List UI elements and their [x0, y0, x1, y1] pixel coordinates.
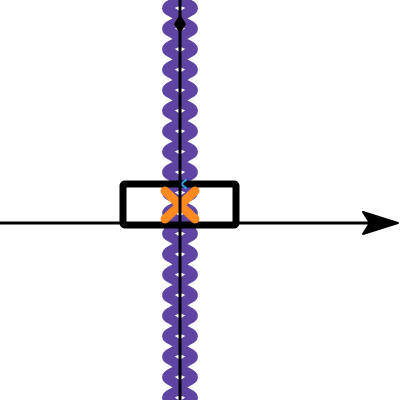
chain-link — [162, 385, 198, 400]
top-diamond-icon — [174, 14, 186, 34]
arrow-head-icon — [362, 211, 399, 235]
braided-chain — [162, 0, 198, 400]
